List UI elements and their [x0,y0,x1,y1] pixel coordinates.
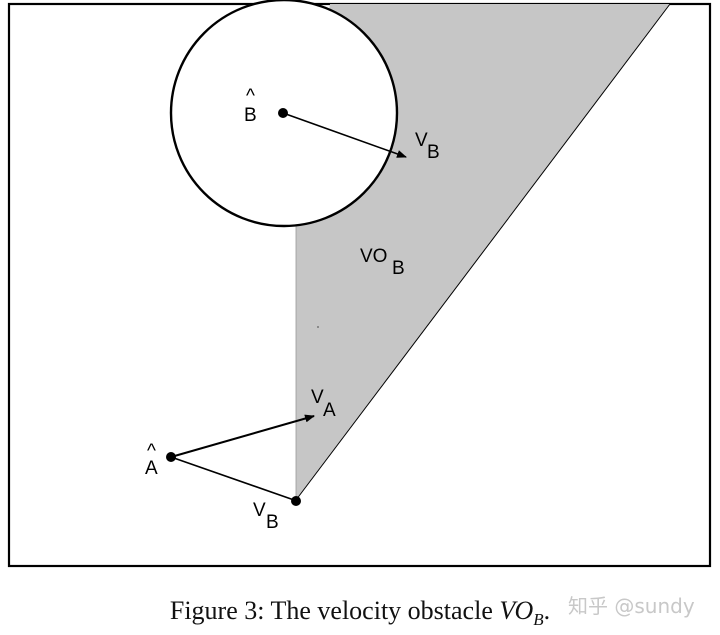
watermark: 知乎 @sundy [568,594,695,618]
caption-math-main: VO [499,596,534,625]
velocity-arrow-vb-top [282,112,407,158]
vo-label-sub: B [392,258,405,279]
vb-top-label-sub: B [427,142,440,163]
caption-math-sub: B [533,610,544,630]
vb-bottom-label-main: V [253,500,266,521]
cone-right-edge [295,3,671,501]
figure-caption: Figure 3: The velocity obstacle VOB. [0,596,720,630]
cone-apex-point [291,496,301,506]
b-hat-label: B [244,105,257,126]
va-label-sub: A [323,400,336,421]
vo-label-main: VO [360,246,387,267]
a-hat-accent: ^ [147,441,156,462]
va-label-main: V [311,387,324,408]
vb-top-label-main: V [415,130,428,151]
cone-dot [317,326,319,328]
velocity-arrow-vb-bottom [170,456,295,501]
a-hat-label: A [145,458,158,479]
caption-suffix: . [543,596,551,625]
vb-bottom-label-sub: B [266,512,279,533]
velocity-arrow-va [170,414,315,458]
b-hat-accent: ^ [246,86,255,107]
caption-prefix: Figure 3: The velocity obstacle [169,596,500,625]
